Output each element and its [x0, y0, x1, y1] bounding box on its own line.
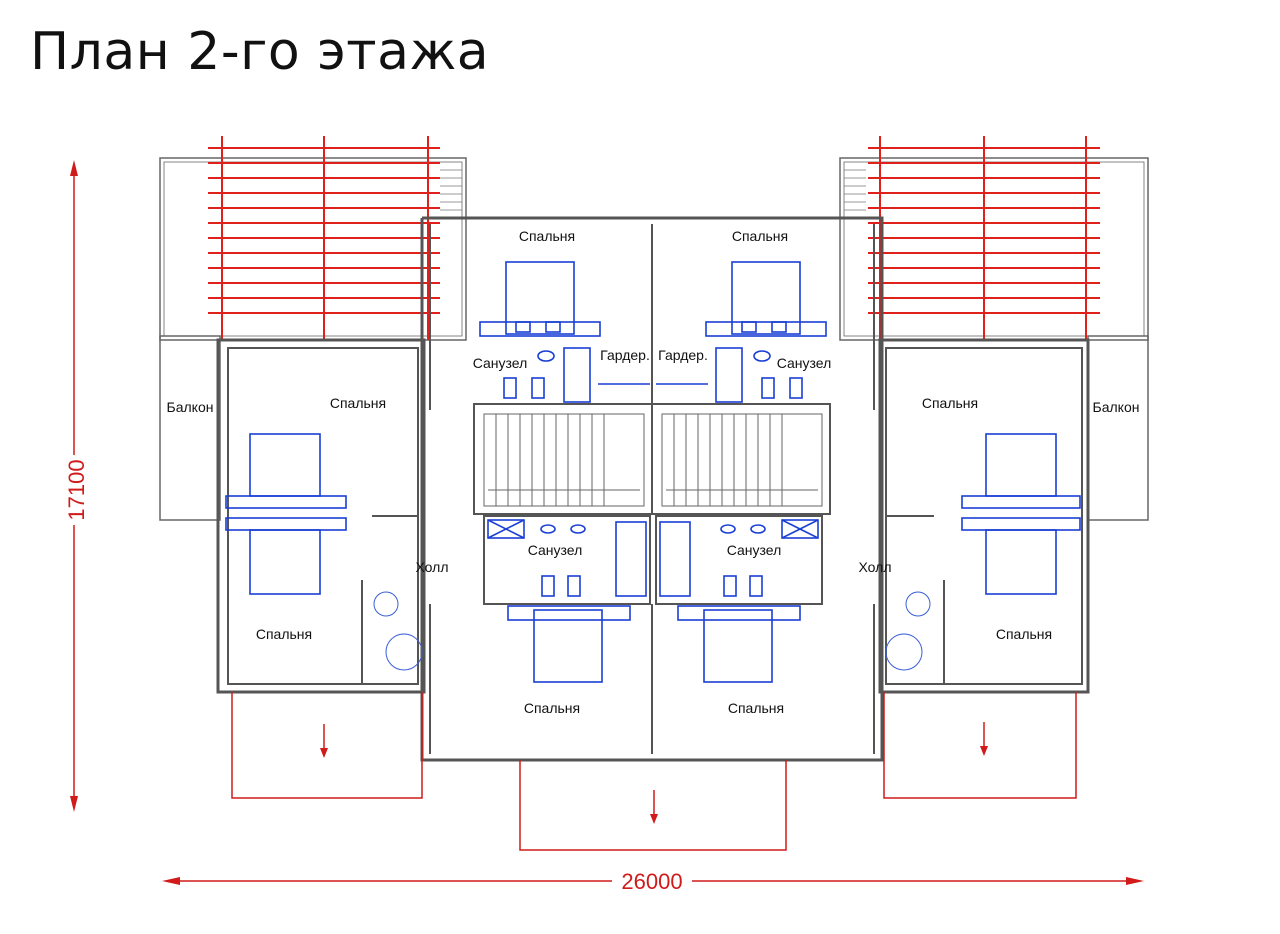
label-bedroom-top-left: Спальня	[519, 228, 575, 244]
terraces	[231, 692, 1077, 851]
label-bedroom-right: Спальня	[922, 395, 978, 411]
label-bathroom-top-left: Санузел	[473, 355, 528, 371]
slope-arrows	[320, 722, 988, 824]
balcony-stairs	[440, 169, 866, 211]
room-labels: Спальня Спальня Санузел Санузел Гардер. …	[167, 228, 1140, 716]
label-bedroom-left: Спальня	[330, 395, 386, 411]
height-dimension	[70, 160, 78, 812]
label-balcony-right: Балкон	[1093, 399, 1140, 415]
width-dimension-label: 26000	[621, 869, 682, 894]
walls	[216, 216, 1090, 762]
pergola-left	[208, 136, 440, 340]
label-bedroom-bottom-left: Спальня	[524, 700, 580, 716]
label-hall-left: Холл	[416, 559, 449, 575]
furniture	[225, 261, 1081, 683]
plants	[373, 591, 931, 671]
label-hall-right: Холл	[859, 559, 892, 575]
label-bedroom-right-lower: Спальня	[996, 626, 1052, 642]
label-wardrobe-left: Гардер.	[600, 347, 650, 363]
label-bathroom-mid-left: Санузел	[528, 542, 583, 558]
label-wardrobe-right: Гардер.	[658, 347, 708, 363]
label-balcony-left: Балкон	[167, 399, 214, 415]
label-bedroom-bottom-right: Спальня	[728, 700, 784, 716]
label-bedroom-top-right: Спальня	[732, 228, 788, 244]
label-bathroom-mid-right: Санузел	[727, 542, 782, 558]
width-dimension	[162, 877, 1144, 885]
staircase	[483, 413, 823, 507]
pergola-right	[868, 136, 1100, 340]
label-bathroom-top-right: Санузел	[777, 355, 832, 371]
height-dimension-label: 17100	[64, 459, 89, 520]
label-bedroom-left-lower: Спальня	[256, 626, 312, 642]
page-title: План 2-го этажа	[30, 22, 490, 82]
inner-walls	[227, 224, 1083, 754]
